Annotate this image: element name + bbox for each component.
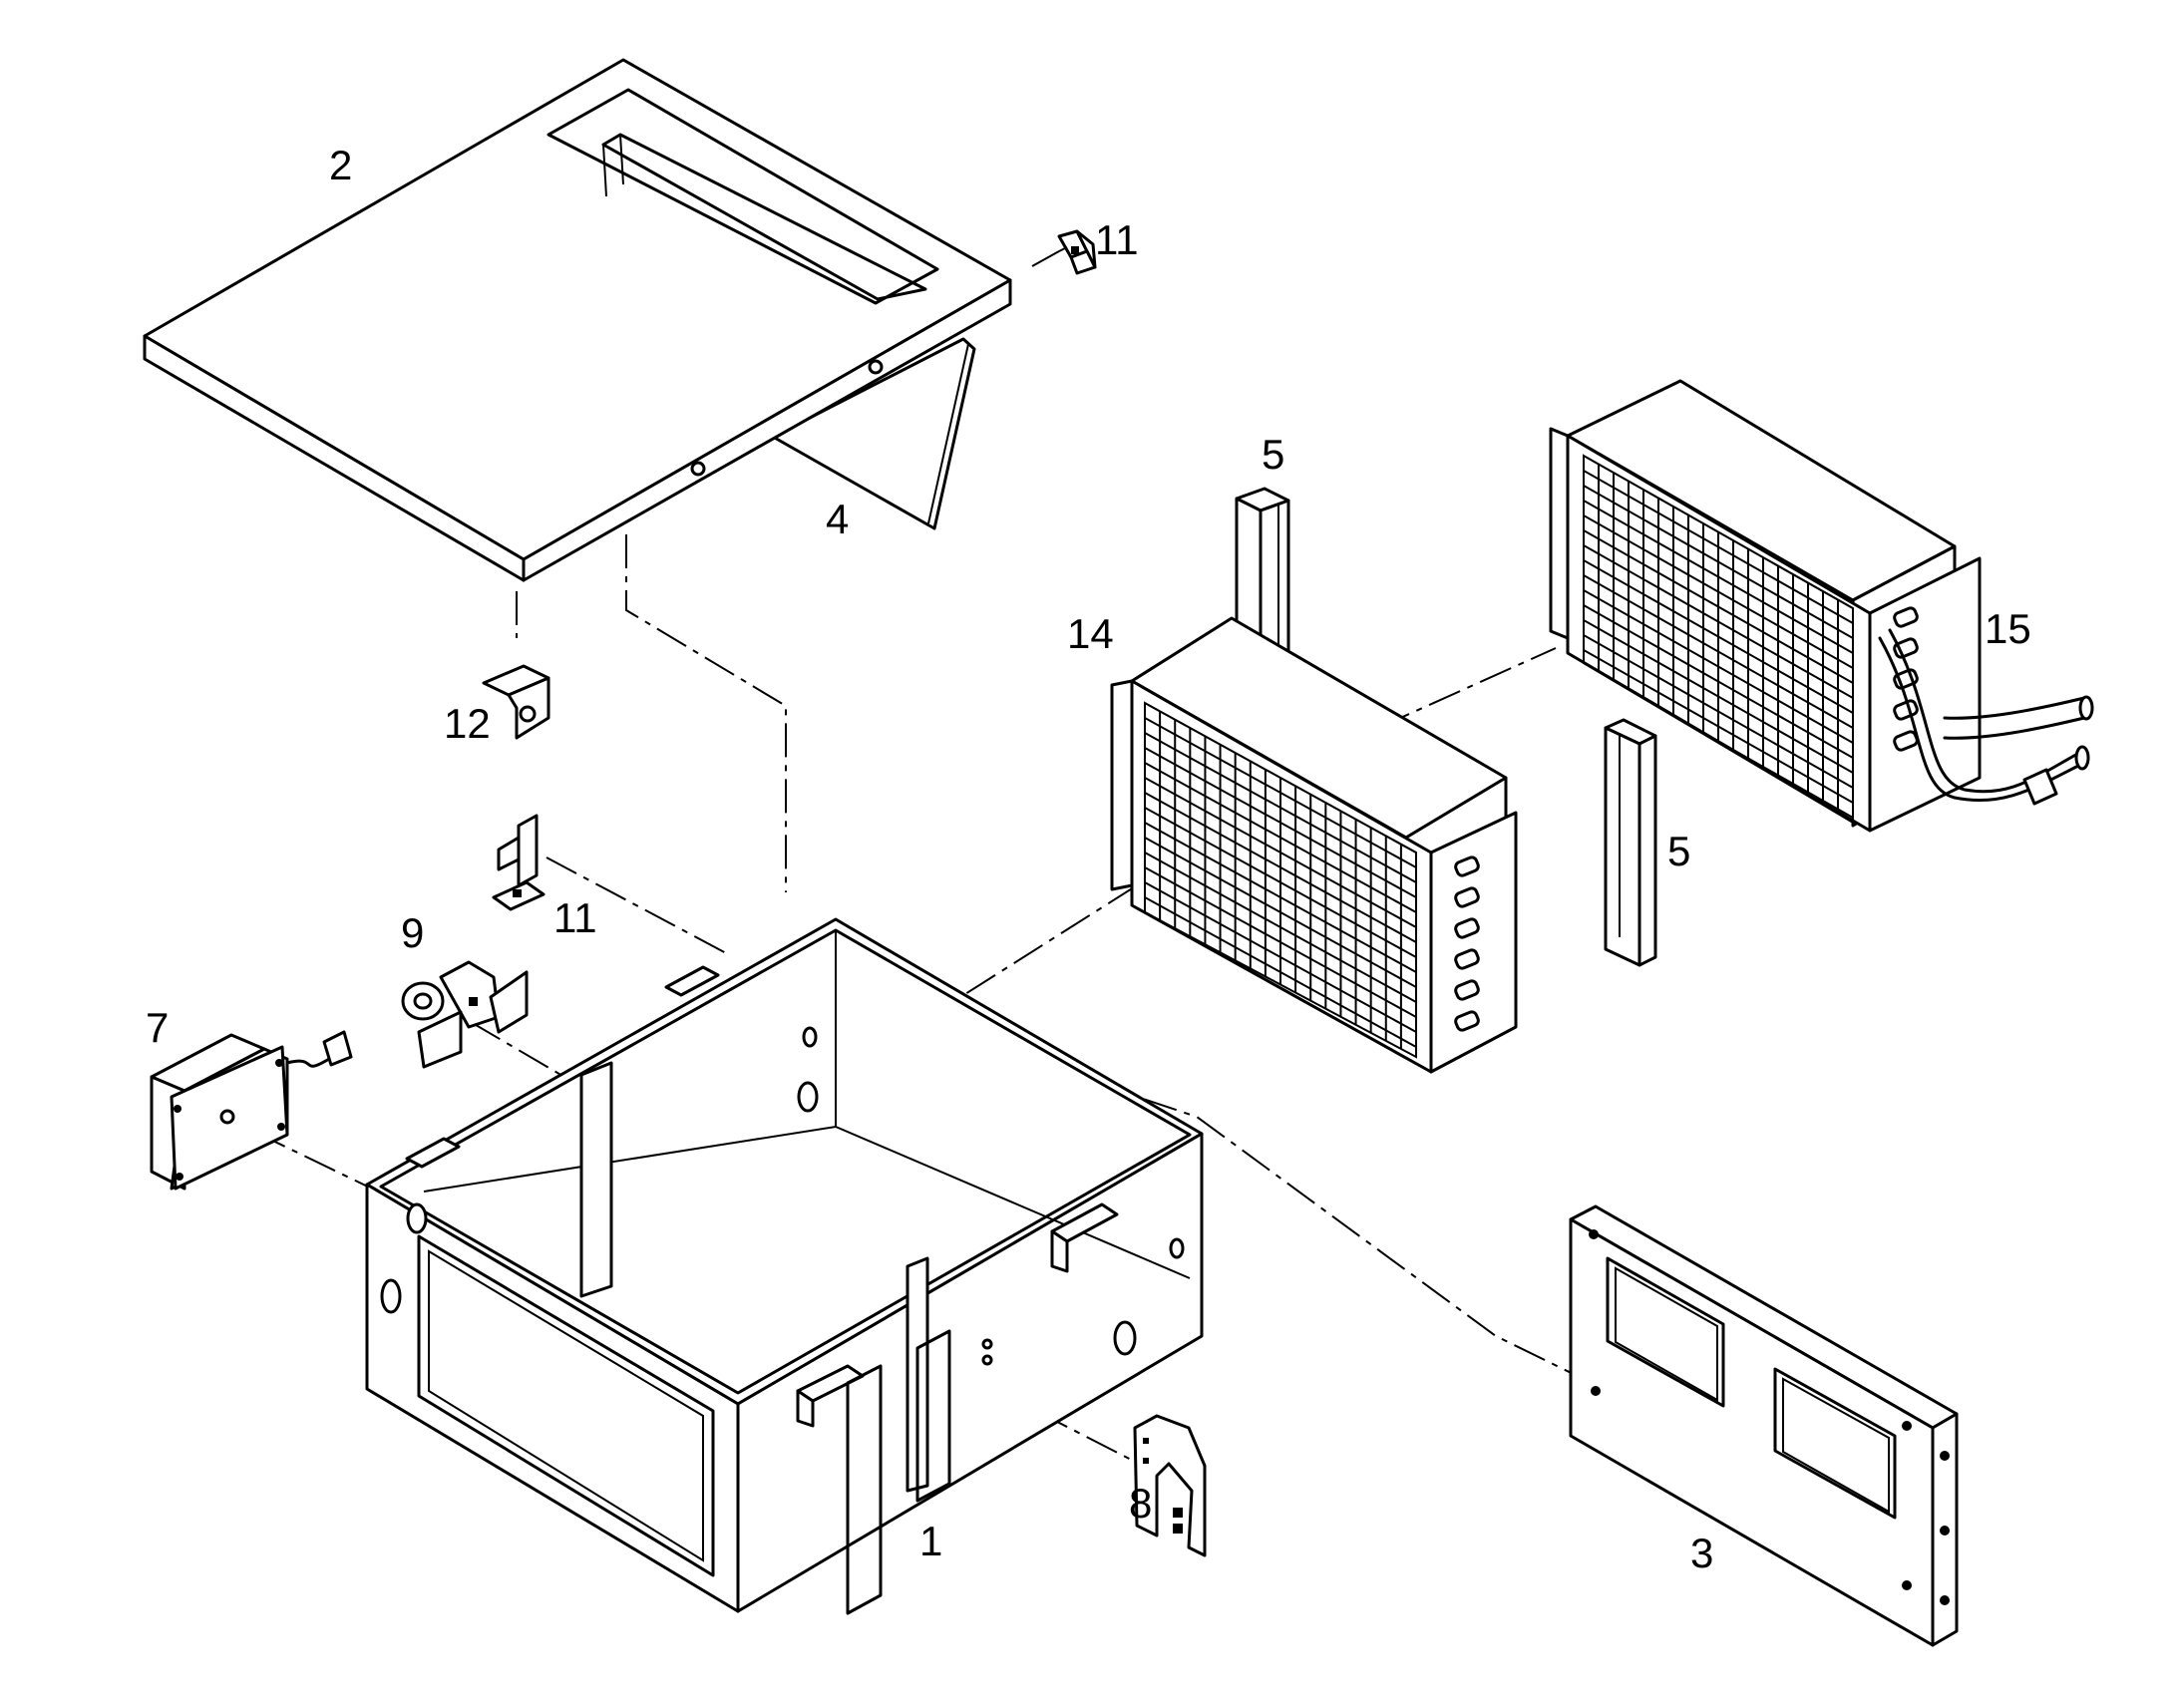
label-part-15: 15 bbox=[1985, 605, 2031, 652]
coil-15-grille-line bbox=[1584, 500, 1853, 654]
coil-15-grille bbox=[1584, 456, 1853, 819]
coil-15-grille-line bbox=[1584, 485, 1853, 639]
part-labels: 2 11 4 5 14 15 12 5 11 9 7 8 1 3 bbox=[146, 142, 2031, 1576]
part-9-clamp bbox=[401, 960, 529, 1069]
coil-15-grille-line bbox=[1584, 529, 1853, 684]
part-5-channel-lower bbox=[1604, 718, 1657, 967]
part-11-clip-upper bbox=[1057, 229, 1097, 275]
coil-14-grille-line bbox=[1145, 837, 1416, 988]
coil-14-grille-line bbox=[1145, 762, 1416, 913]
part-7-control-box bbox=[150, 1030, 353, 1191]
coil-14-grille-line bbox=[1145, 852, 1416, 1003]
refrigerant-pipes bbox=[1878, 628, 2094, 806]
label-part-1: 1 bbox=[919, 1518, 942, 1564]
coil-15-grille-line bbox=[1584, 634, 1853, 789]
coil-15-grille-line bbox=[1584, 649, 1853, 804]
coil-14-grille-line bbox=[1145, 747, 1416, 898]
coil-14-grille-line bbox=[1145, 732, 1416, 883]
coil-14-grille-line bbox=[1145, 896, 1416, 1048]
label-part-8: 8 bbox=[1129, 1480, 1152, 1527]
label-part-14: 14 bbox=[1067, 610, 1114, 657]
part-8-bracket bbox=[1133, 1414, 1207, 1557]
coil-15-grille-line bbox=[1584, 604, 1853, 759]
part-11-clip-lower bbox=[492, 814, 545, 911]
part-15-coil bbox=[1549, 379, 2094, 833]
label-part-3: 3 bbox=[1690, 1530, 1713, 1576]
coil-15-grille-line bbox=[1584, 559, 1853, 714]
label-part-7: 7 bbox=[146, 1004, 169, 1051]
coil-15-grille-line bbox=[1584, 574, 1853, 729]
part-1-housing bbox=[365, 917, 1204, 1615]
coil-15-grille-line bbox=[1584, 619, 1853, 774]
coil-14-grille-line bbox=[1145, 881, 1416, 1033]
label-part-12: 12 bbox=[444, 700, 491, 747]
coil-14-grille-line bbox=[1145, 777, 1416, 928]
part-12-bracket bbox=[482, 664, 550, 740]
coil-14-grille-line bbox=[1145, 792, 1416, 943]
coil-14-grille-line bbox=[1145, 866, 1416, 1018]
label-part-5-lower: 5 bbox=[1667, 828, 1690, 874]
coil-15-grille-line bbox=[1584, 514, 1853, 669]
part-3-front-panel bbox=[1569, 1204, 1959, 1647]
label-part-5-upper: 5 bbox=[1262, 431, 1284, 478]
part-14-coil bbox=[1110, 616, 1518, 1074]
label-part-11-upper: 11 bbox=[1095, 216, 1139, 263]
coil-14-grille-line bbox=[1145, 822, 1416, 973]
coil-14-tubes bbox=[1454, 855, 1480, 1032]
part-2-lid bbox=[143, 58, 1012, 582]
coil-15-grille-line bbox=[1584, 456, 1853, 609]
coil-15-grille-line bbox=[1584, 589, 1853, 744]
coil-14-grille-line bbox=[1145, 717, 1416, 868]
coil-14-grille-line bbox=[1145, 807, 1416, 958]
coil-15-grille-line bbox=[1584, 470, 1853, 624]
label-part-11-lower: 11 bbox=[553, 894, 597, 941]
label-part-9: 9 bbox=[401, 909, 424, 956]
coil-15-grille-line bbox=[1584, 544, 1853, 699]
label-part-2: 2 bbox=[329, 142, 352, 188]
label-leader bbox=[1058, 246, 1068, 252]
label-part-4: 4 bbox=[826, 496, 849, 542]
